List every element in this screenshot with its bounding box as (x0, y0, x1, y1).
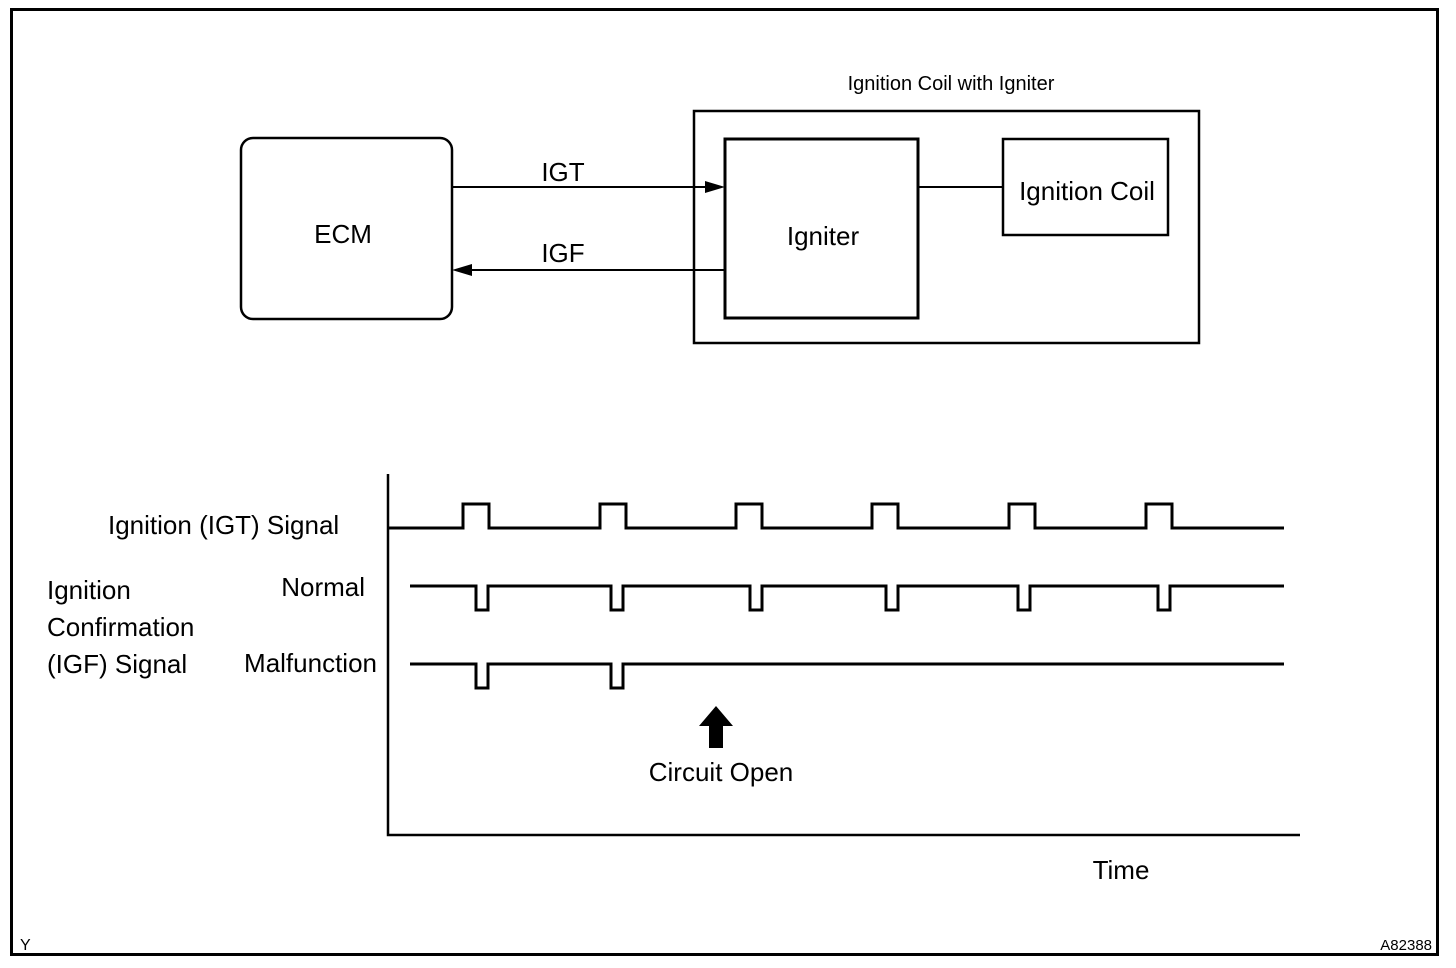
ignition-coil-label: Ignition Coil (1019, 176, 1155, 206)
igf-arrowhead (452, 264, 472, 276)
assembly-box (692, 109, 1201, 345)
igniter-box (723, 137, 920, 320)
figure-code: A82388 (1380, 937, 1432, 954)
circuit-open-label: Circuit Open (649, 757, 794, 787)
ecm-box (239, 136, 454, 321)
igf-label-line-2: Confirmation (47, 612, 194, 642)
igf-malfunction-waveform (410, 662, 1284, 690)
igf-normal-waveform (410, 584, 1284, 612)
igniter-label: Igniter (787, 221, 860, 251)
malfunction-label: Malfunction (244, 648, 377, 678)
ecm-label: ECM (314, 219, 372, 249)
corner-letter: Y (20, 937, 31, 954)
igt-arrowhead (705, 181, 725, 193)
igf-label-line-1: Ignition (47, 575, 131, 605)
normal-label: Normal (281, 572, 365, 602)
time-axis-label: Time (1093, 855, 1150, 885)
figure-frame (10, 8, 1439, 956)
assembly-title: Ignition Coil with Igniter (848, 73, 1055, 95)
igt-waveform (388, 502, 1284, 530)
igt-signal-label: Ignition (IGT) Signal (108, 510, 339, 540)
igf-label-line-3: (IGF) Signal (47, 649, 187, 679)
chart-axes (386, 474, 1300, 837)
igf-label: IGF (541, 238, 584, 268)
igt-label: IGT (541, 157, 584, 187)
circuit-open-arrow (699, 706, 733, 748)
